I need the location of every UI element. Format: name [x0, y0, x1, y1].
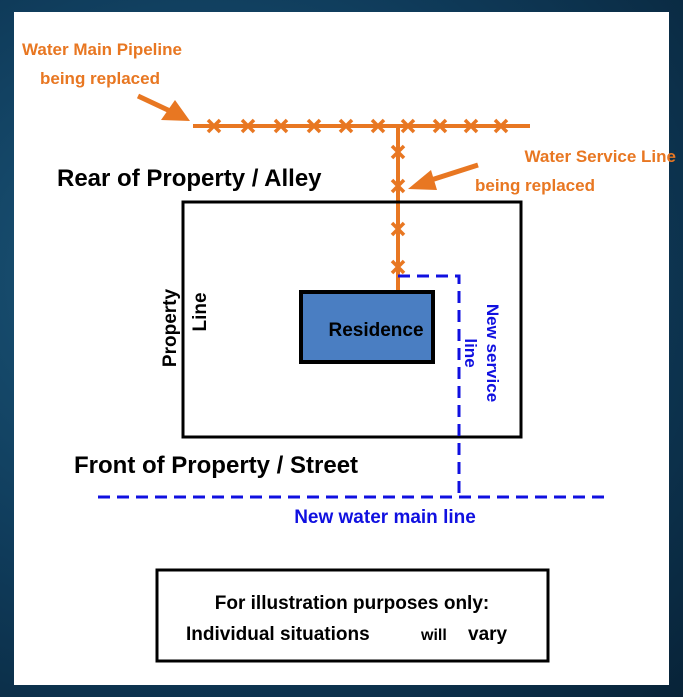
service-line-x-markers	[390, 144, 406, 275]
residence-label: Residence	[328, 320, 423, 341]
property-line-label-line1: Property	[160, 289, 181, 368]
service-pointer-arrow-shaft	[427, 162, 479, 184]
rear-of-property-label: Rear of Property / Alley	[57, 165, 322, 192]
new-water-main-label: New water main line	[294, 507, 476, 528]
service-line-label-line2: being replaced	[475, 176, 595, 195]
service-line-x-marker	[390, 259, 406, 275]
service-pointer-arrow-head	[408, 170, 437, 190]
new-service-line	[398, 274, 461, 497]
water-main-x-marker	[400, 118, 416, 134]
water-main-x-markers	[206, 118, 509, 134]
disclaimer-line2: Individual situations will vary	[186, 624, 508, 645]
disclaimer-line2-part2: will	[420, 627, 447, 644]
property-boundary	[181, 200, 523, 439]
front-of-property-label: Front of Property / Street	[74, 452, 358, 479]
water-main-x-marker	[432, 118, 448, 134]
disclaimer-line1: For illustration purposes only:	[215, 593, 489, 614]
water-main-x-marker	[306, 118, 322, 134]
water-main-x-marker	[338, 118, 354, 134]
water-main-label-line1: Water Main Pipeline	[22, 40, 182, 59]
main-pointer-arrow-head	[161, 100, 190, 121]
service-line-x-marker	[390, 144, 406, 160]
service-line-label-line1: Water Service Line	[525, 147, 677, 166]
water-main-x-marker	[240, 118, 256, 134]
service-line-x-marker	[390, 178, 406, 194]
water-main-x-marker	[370, 118, 386, 134]
new-service-label-line1: New service	[483, 304, 502, 402]
water-main-x-marker	[493, 118, 509, 134]
main-pointer-arrow-shaft	[136, 93, 172, 114]
water-main-label-line2: being replaced	[40, 69, 160, 88]
water-main-x-marker	[463, 118, 479, 134]
new-service-label-line2: line	[461, 338, 480, 367]
disclaimer-box	[155, 568, 550, 663]
property-line-label-line2: Line	[190, 292, 211, 331]
disclaimer-line2-part3: vary	[468, 624, 508, 645]
residence-box	[299, 290, 435, 364]
water-main-x-marker	[206, 118, 222, 134]
water-main-x-marker	[273, 118, 289, 134]
service-line-x-marker	[390, 221, 406, 237]
disclaimer-line2-part1: Individual situations	[186, 624, 370, 645]
